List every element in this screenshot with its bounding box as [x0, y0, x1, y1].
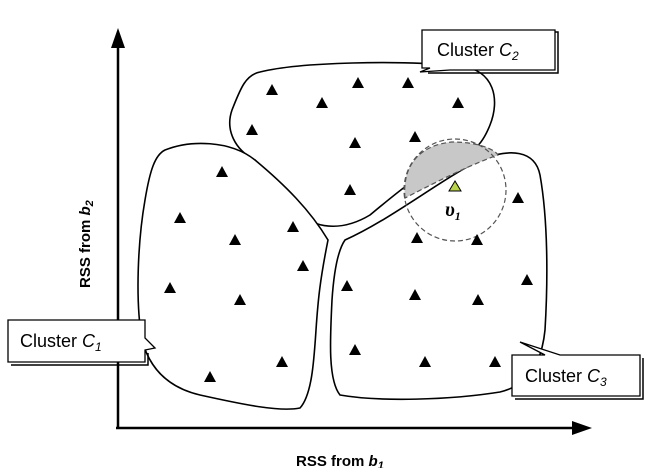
data-point-triangle [411, 232, 423, 243]
data-point-triangle [349, 137, 361, 148]
data-point-triangle [234, 294, 246, 305]
node-range-circle [403, 138, 507, 242]
axes [111, 28, 592, 435]
data-point-triangle [266, 84, 278, 95]
callout-cluster-c1: Cluster C1 [7, 319, 157, 366]
data-point-triangle [287, 221, 299, 232]
callout-c2-text: Cluster C2 [437, 40, 519, 63]
data-point-triangle [409, 289, 421, 300]
data-point-triangle [521, 274, 533, 285]
data-point-triangle [471, 234, 483, 245]
y-axis-label: RSS from b2 [77, 200, 96, 288]
data-point-triangle [174, 212, 186, 223]
data-points [164, 77, 533, 382]
data-point-triangle [276, 356, 288, 367]
data-point-triangle [246, 124, 258, 135]
data-point-triangle [164, 282, 176, 293]
data-point-triangle [349, 344, 361, 355]
callout-c1-shadow [11, 353, 149, 366]
data-point-triangle [402, 77, 414, 88]
callout-c3-box [511, 341, 641, 397]
data-point-triangle [316, 97, 328, 108]
data-point-triangle [229, 234, 241, 245]
callout-c3-shadow [515, 358, 644, 400]
node-v1-marker [448, 180, 462, 192]
data-point-triangle [472, 294, 484, 305]
x-axis-arrowhead [572, 421, 592, 435]
data-point-triangle [216, 166, 228, 177]
callout-cluster-c3: Cluster C3 [511, 341, 644, 400]
callout-c2-box [419, 29, 556, 73]
data-point-triangle [512, 192, 524, 203]
y-axis-arrowhead [111, 28, 125, 48]
callout-c2-shadow [428, 31, 559, 74]
data-point-triangle [489, 356, 501, 367]
data-point-triangle [409, 131, 421, 142]
cluster-c1-region [137, 142, 329, 410]
data-point-triangle [452, 97, 464, 108]
data-point-triangle [352, 77, 364, 88]
data-point-triangle [344, 184, 356, 195]
callout-cluster-c2: Cluster C2 [419, 29, 559, 74]
data-point-triangle [297, 260, 309, 271]
data-point-triangle [204, 371, 216, 382]
callout-c1-text: Cluster C1 [20, 331, 102, 354]
x-axis-label: RSS from b1 [296, 453, 384, 468]
callout-c3-text: Cluster C3 [525, 366, 607, 389]
data-point-triangle [341, 280, 353, 291]
node-v1-label: υ1 [445, 199, 461, 223]
data-point-triangle [419, 356, 431, 367]
callout-c1-box [7, 319, 157, 363]
